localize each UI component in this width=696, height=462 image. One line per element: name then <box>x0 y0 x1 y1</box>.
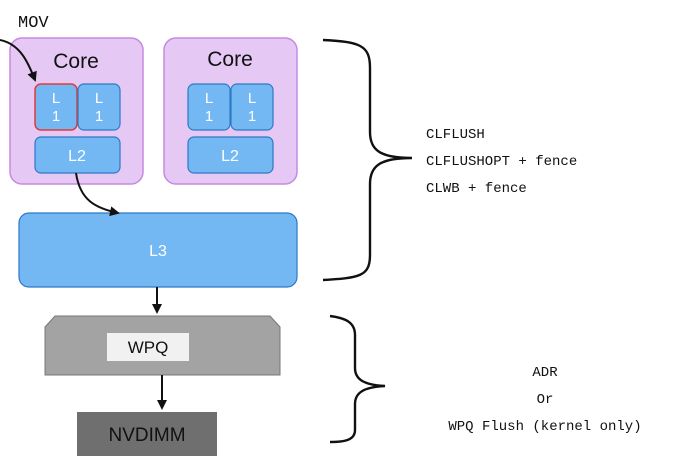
nvdimm-block <box>77 412 217 456</box>
cache-flush-line-1: CLFLUSH <box>426 127 485 143</box>
l3-label: L3 <box>149 243 167 260</box>
cache-flush-brace <box>322 38 413 282</box>
core-1-l1-b-sub: 1 <box>95 108 103 125</box>
core-2-l1-b-label: L <box>248 90 256 107</box>
core-2-l1-a-label: L <box>205 90 213 107</box>
persist-line-1: ADR <box>532 365 558 381</box>
persist-brace <box>329 314 386 444</box>
mov-arrow <box>0 39 37 82</box>
core-2-l1-a-sub: 1 <box>205 108 213 125</box>
core-1-l1-b-label: L <box>95 90 103 107</box>
core-2-l2-label: L2 <box>221 148 239 165</box>
core-1-l2 <box>34 136 121 174</box>
persist-line-2: Or <box>537 392 554 408</box>
wpq-label: WPQ <box>128 338 169 357</box>
cache-flush-line-3: CLWB + fence <box>426 181 527 197</box>
l2-to-l3-arrow <box>75 172 120 217</box>
core-1: Core L 1 L 1 L2 <box>9 37 144 185</box>
core-2-l1-b <box>230 83 274 131</box>
core-2-l1-b-sub: 1 <box>248 108 256 125</box>
core-2-l2 <box>187 136 274 174</box>
core-1-l1-a-label: L <box>52 90 60 107</box>
nvdimm-label: NVDIMM <box>108 425 185 446</box>
core-2-label: Core <box>207 48 253 71</box>
persist-line-3: WPQ Flush (kernel only) <box>448 419 641 435</box>
mov-label: MOV <box>18 14 49 33</box>
core-1-l1-a <box>34 83 78 131</box>
core-1-label: Core <box>53 50 99 73</box>
core-2: Core L 1 L 1 L2 <box>163 37 298 185</box>
cache-flush-line-2: CLFLUSHOPT + fence <box>426 154 577 170</box>
core-1-l2-label: L2 <box>68 148 86 165</box>
core-2-l1-a <box>187 83 231 131</box>
core-1-l1-a-sub: 1 <box>52 108 60 125</box>
wpq-box <box>107 333 189 361</box>
core-1-l1-b <box>77 83 121 131</box>
